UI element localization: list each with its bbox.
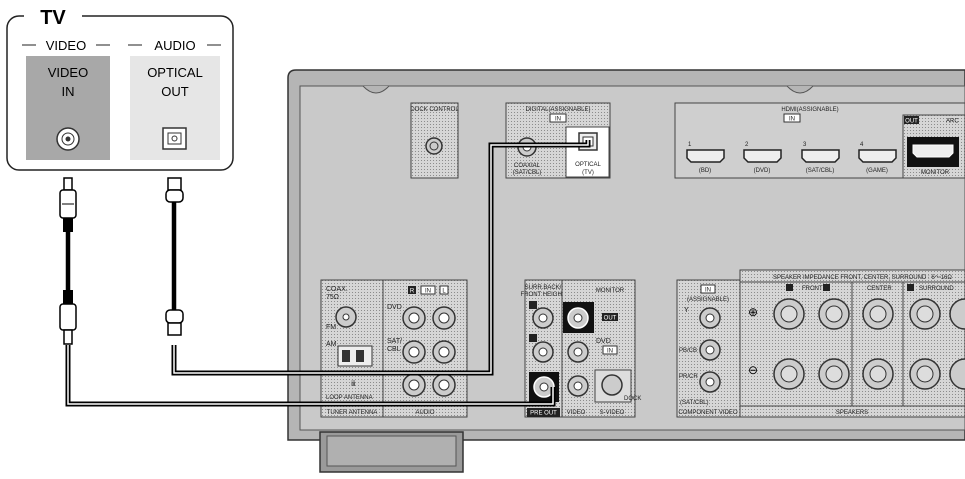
svg-text:COAXIAL: COAXIAL — [514, 163, 541, 169]
av-receiver: DOCK CONTROL DIGITAL(ASSIGNABLE) IN COAX… — [287, 69, 965, 473]
tv-panel: TV VIDEO AUDIO VIDEO IN OPTICAL OUT — [6, 6, 234, 171]
svg-text:COAX.: COAX. — [326, 286, 348, 293]
svg-text:OPTICAL: OPTICAL — [147, 65, 203, 80]
svg-text:OUT: OUT — [161, 84, 189, 99]
svg-text:IN: IN — [705, 288, 711, 294]
svg-text:3: 3 — [803, 142, 807, 148]
tv-title: TV — [40, 7, 66, 29]
svg-text:(DVD): (DVD) — [754, 168, 771, 174]
svg-text:LOOP ANTENNA: LOOP ANTENNA — [326, 395, 373, 401]
svg-text:⊖: ⊖ — [748, 363, 758, 377]
svg-text:L: L — [442, 289, 446, 295]
svg-text:PRE OUT: PRE OUT — [530, 411, 557, 417]
hdmi-section: HDMI(ASSIGNABLE) IN 1 (BD) 2 (DVD) 3 (SA… — [674, 102, 965, 179]
svg-text:MONITOR: MONITOR — [596, 288, 625, 294]
svg-text:75Ω: 75Ω — [326, 294, 339, 301]
svg-text:OUT: OUT — [905, 119, 918, 125]
svg-text:FRONT HEIGHT: FRONT HEIGHT — [521, 292, 566, 298]
svg-text:(BD): (BD) — [699, 168, 711, 174]
svg-text:DVD: DVD — [387, 304, 402, 311]
svg-text:⊕: ⊕ — [748, 305, 758, 319]
svg-text:SURROUND: SURROUND — [919, 286, 954, 292]
svg-text:SURR.BACK/: SURR.BACK/ — [525, 285, 562, 291]
svg-text:IN: IN — [789, 117, 795, 123]
svg-text:OPTICAL: OPTICAL — [575, 162, 601, 168]
svg-text:MONITOR: MONITOR — [921, 170, 950, 176]
video-group-label: VIDEO — [46, 38, 86, 53]
svg-text:ⅲ: ⅲ — [351, 381, 355, 388]
svg-text:CENTER: CENTER — [867, 286, 892, 292]
optical-plug-bottom — [165, 309, 184, 336]
svg-text:(SAT/CBL): (SAT/CBL) — [806, 168, 835, 174]
svg-text:PB/CB: PB/CB — [679, 348, 697, 354]
svg-text:DIGITAL(ASSIGNABLE): DIGITAL(ASSIGNABLE) — [526, 107, 591, 113]
tuner-antenna-section: COAX. 75Ω FM AM ⅲ LOOP ANTENNA TUNER ANT… — [320, 279, 384, 418]
rca-plug-top — [59, 177, 77, 232]
svg-text:SPEAKERS: SPEAKERS — [836, 410, 868, 416]
svg-text:VIDEO: VIDEO — [48, 65, 88, 80]
speaker-terminals — [773, 298, 965, 390]
digital-assignable-section: DIGITAL(ASSIGNABLE) IN COAXIAL (SAT/CBL)… — [505, 102, 611, 179]
svg-text:SAT/: SAT/ — [387, 338, 402, 345]
svg-text:4: 4 — [860, 142, 864, 148]
svg-text:2: 2 — [745, 142, 749, 148]
svg-text:SPEAKER IMPEDANCE FRONT, CEN: SPEAKER IMPEDANCE FRONT, CENTER, SURROUN… — [773, 275, 952, 281]
svg-text:IN: IN — [607, 349, 613, 355]
svg-text:(GAME): (GAME) — [866, 168, 888, 174]
speakers-section: SPEAKER IMPEDANCE FRONT, CENTER, SURROUN… — [739, 269, 965, 418]
svg-text:(TV): (TV) — [582, 170, 594, 176]
audio-input-section: R IN L DVD SAT/ CBL AUDIO — [382, 279, 468, 418]
svg-text:AUDIO: AUDIO — [415, 410, 434, 416]
svg-text:(SAT/CBL): (SAT/CBL) — [513, 170, 542, 176]
svg-text:OUT: OUT — [604, 316, 617, 322]
svg-text:FM: FM — [326, 324, 336, 331]
dock-control-port: DOCK CONTROL — [410, 102, 459, 179]
video-cable — [59, 177, 556, 407]
component-video-section: IN (ASSIGNABLE) Y PB/CB PR/CR (SAT/CBL) … — [676, 279, 741, 418]
optical-plug-top — [165, 177, 184, 203]
audio-group-label: AUDIO — [154, 38, 195, 53]
rca-plug-bottom — [59, 290, 77, 345]
svg-text:Y: Y — [684, 307, 689, 314]
svg-text:PR/CR: PR/CR — [679, 374, 698, 380]
svg-text:R: R — [410, 289, 415, 295]
svg-text:IN: IN — [555, 117, 561, 123]
svg-text:DOCK CONTROL: DOCK CONTROL — [410, 107, 459, 113]
optical-cable — [165, 140, 591, 376]
optical-out-jack — [162, 127, 187, 150]
svg-text:TUNER ANTENNA: TUNER ANTENNA — [327, 410, 378, 416]
svg-text:DOCK: DOCK — [624, 396, 641, 402]
svg-text:HDMI(ASSIGNABLE): HDMI(ASSIGNABLE) — [781, 107, 838, 113]
pre-out-section: SURR.BACK/ FRONT HEIGHT PRE OUT — [521, 279, 566, 418]
svg-text:IN: IN — [62, 84, 75, 99]
svg-text:DVD: DVD — [596, 338, 611, 345]
svg-text:ARC: ARC — [946, 119, 959, 125]
svg-text:(SAT/CBL): (SAT/CBL) — [680, 400, 709, 406]
svg-text:(ASSIGNABLE): (ASSIGNABLE) — [687, 297, 729, 303]
svg-text:CBL: CBL — [387, 346, 401, 353]
svg-text:VIDEO: VIDEO — [567, 410, 586, 416]
video-monitor-section: MONITOR OUT DVD IN DOCK VIDEO S-VIDEO — [561, 279, 641, 418]
svg-text:1: 1 — [688, 142, 692, 148]
svg-text:AM: AM — [326, 341, 337, 348]
svg-text:FRONT: FRONT — [802, 286, 823, 292]
svg-text:S-VIDEO: S-VIDEO — [600, 410, 625, 416]
svg-text:IN: IN — [425, 289, 431, 295]
svg-text:COMPONENT VIDEO: COMPONENT VIDEO — [678, 410, 738, 416]
